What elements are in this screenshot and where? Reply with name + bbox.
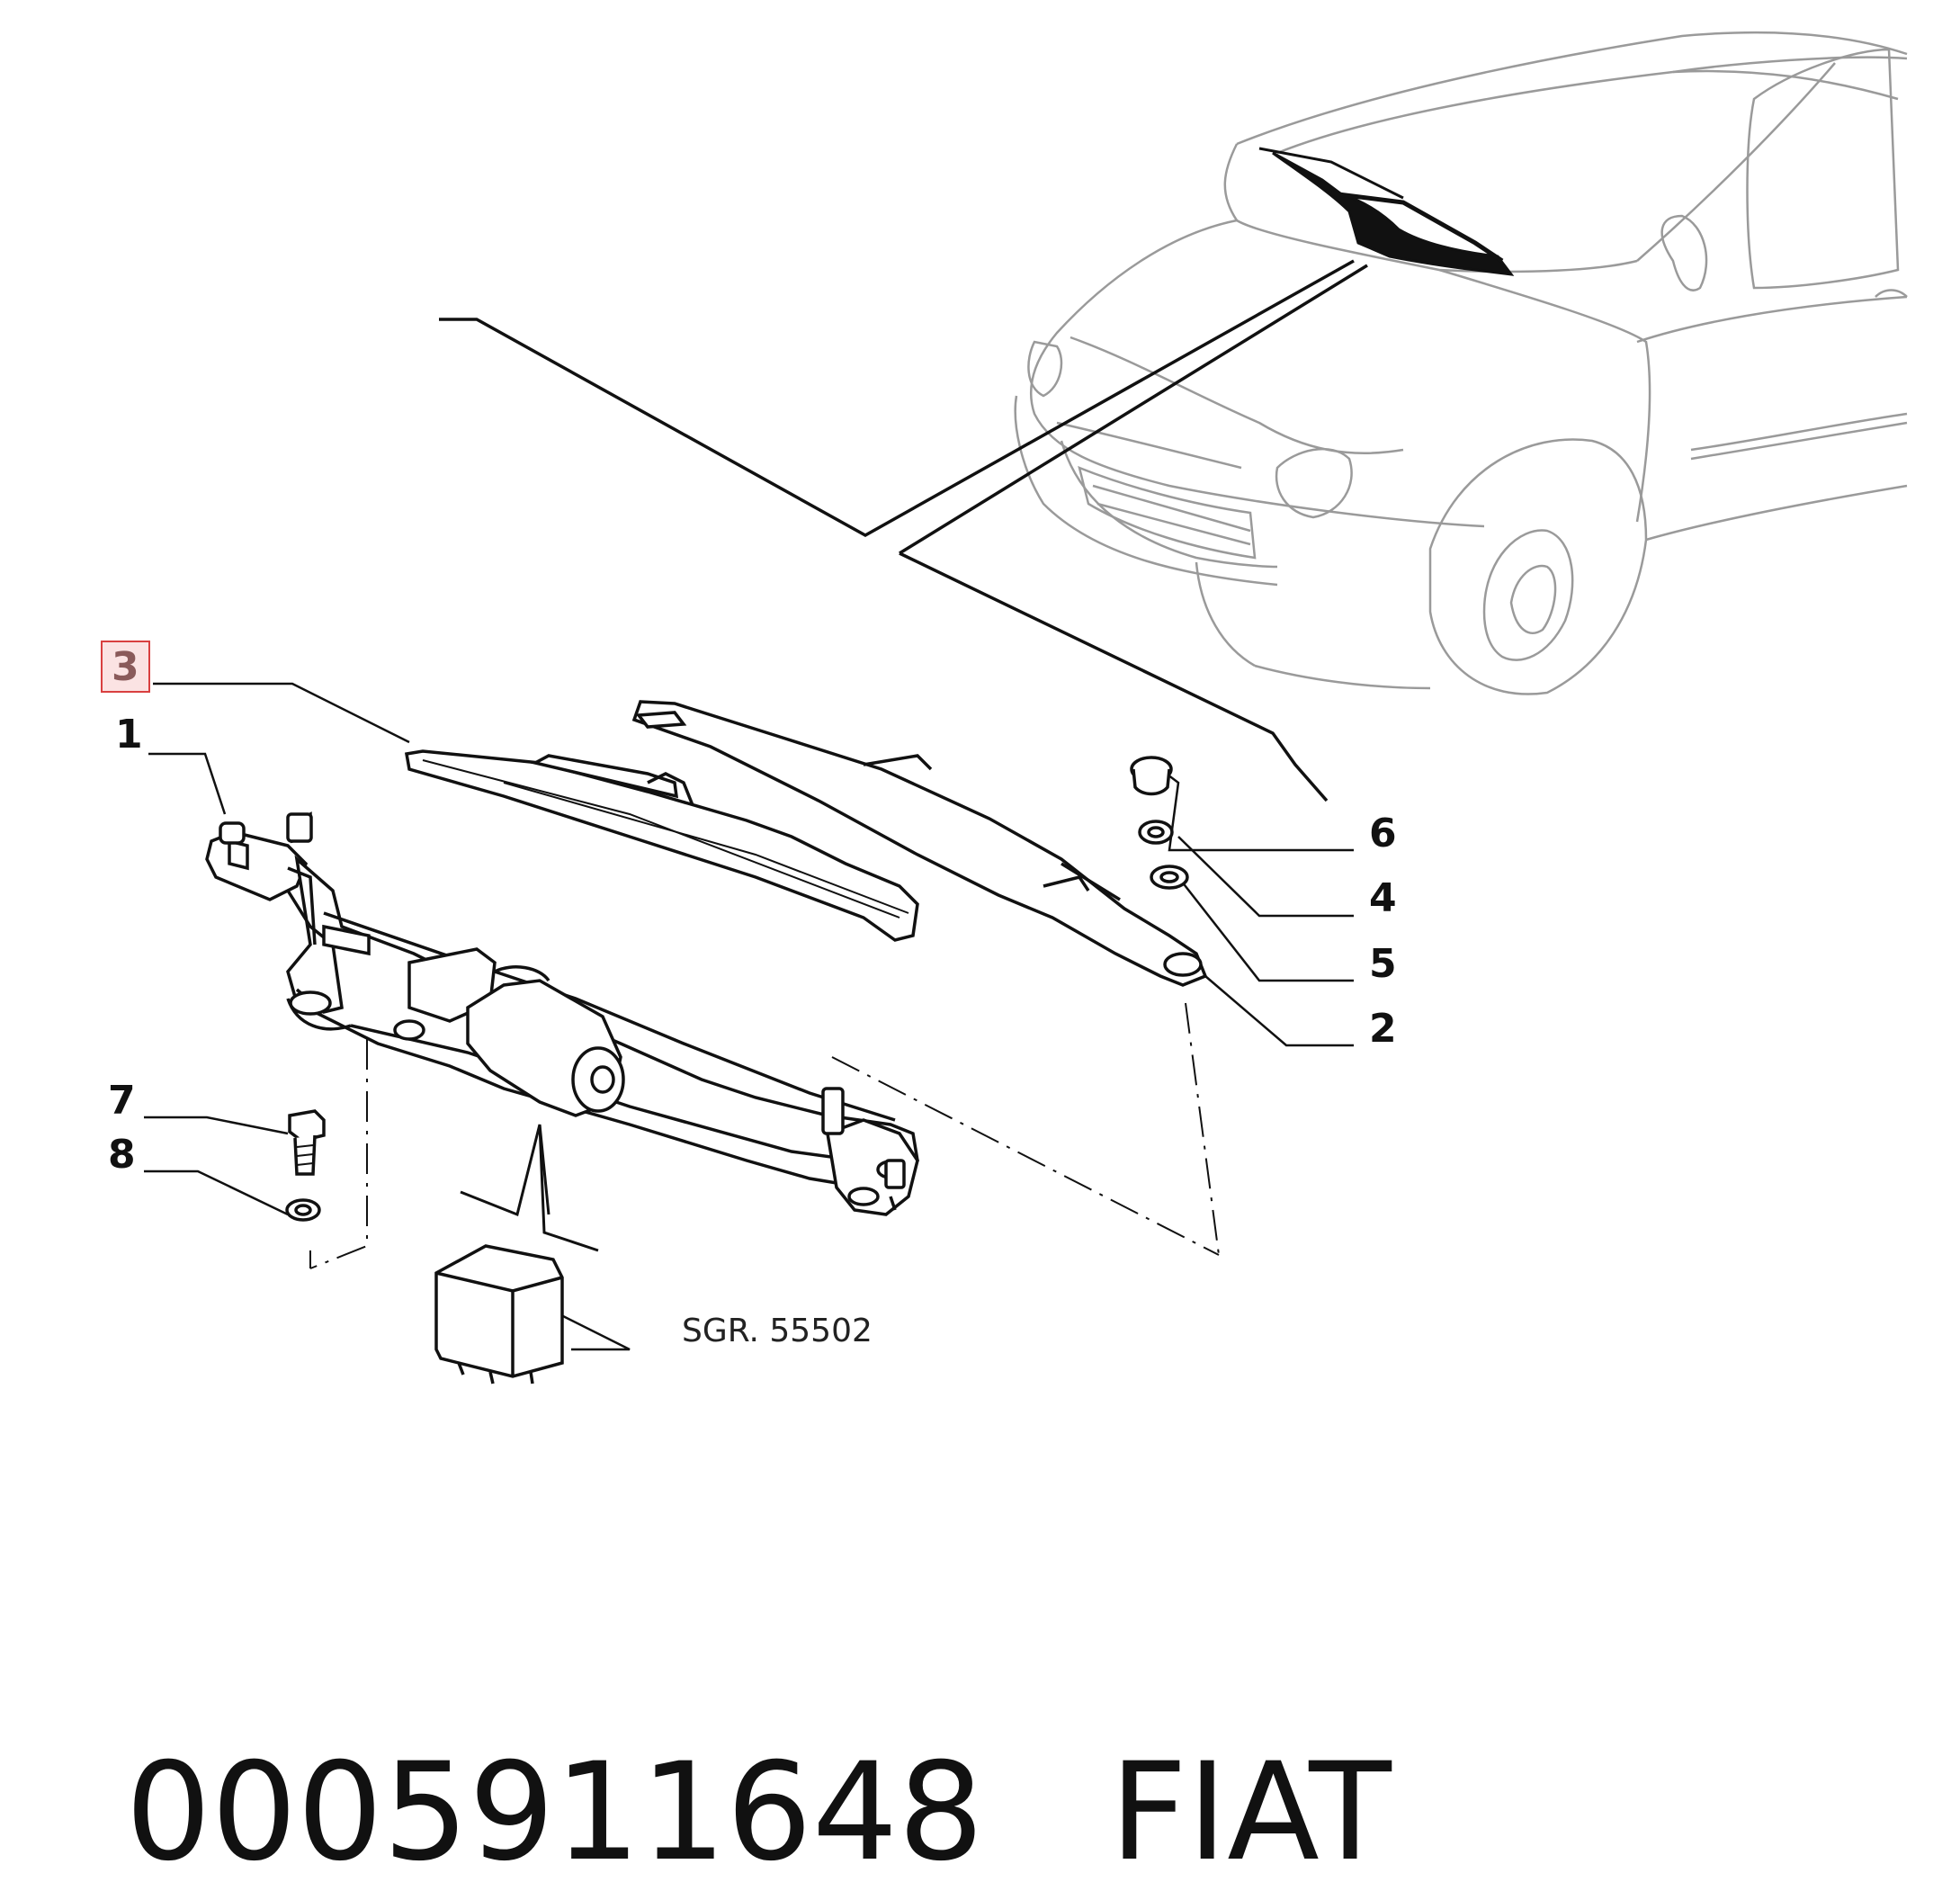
relay-leader: [460, 1124, 599, 1252]
windshield-wiper-highlight: [1258, 147, 1515, 276]
part-number: 0005911648: [125, 1734, 984, 1891]
car-illustration: [1014, 31, 1908, 695]
footer-caption: 0005911648 FIAT: [40, 1610, 1392, 1891]
wiper-motor: [393, 947, 625, 1117]
pointer-lines: [439, 259, 1368, 802]
relay: [434, 1244, 564, 1385]
bolt-and-washer: [285, 1109, 326, 1222]
callout-8[interactable]: 8: [108, 1132, 136, 1178]
callout-2[interactable]: 2: [1369, 1006, 1397, 1052]
callout-7[interactable]: 7: [108, 1078, 136, 1124]
callout-4[interactable]: 4: [1369, 875, 1397, 921]
diagram-canvas: [144, 31, 1908, 1385]
construction-lines: [309, 1002, 1220, 1269]
reference-label[interactable]: SGR. 55502: [682, 1313, 873, 1349]
hardware-nut-cap: [1130, 756, 1189, 890]
wiper-pivot-right: [821, 1087, 919, 1216]
wiper-blade: [404, 749, 919, 942]
callout-1[interactable]: 1: [115, 712, 143, 757]
wiper-linkage: [205, 811, 919, 1189]
brand-name: FIAT: [1109, 1734, 1392, 1891]
callout-5[interactable]: 5: [1369, 941, 1397, 987]
callout-3[interactable]: 3: [101, 641, 150, 693]
wiper-arm: [631, 700, 1208, 987]
callout-6[interactable]: 6: [1369, 811, 1397, 856]
leader-lines: [144, 682, 1354, 1351]
